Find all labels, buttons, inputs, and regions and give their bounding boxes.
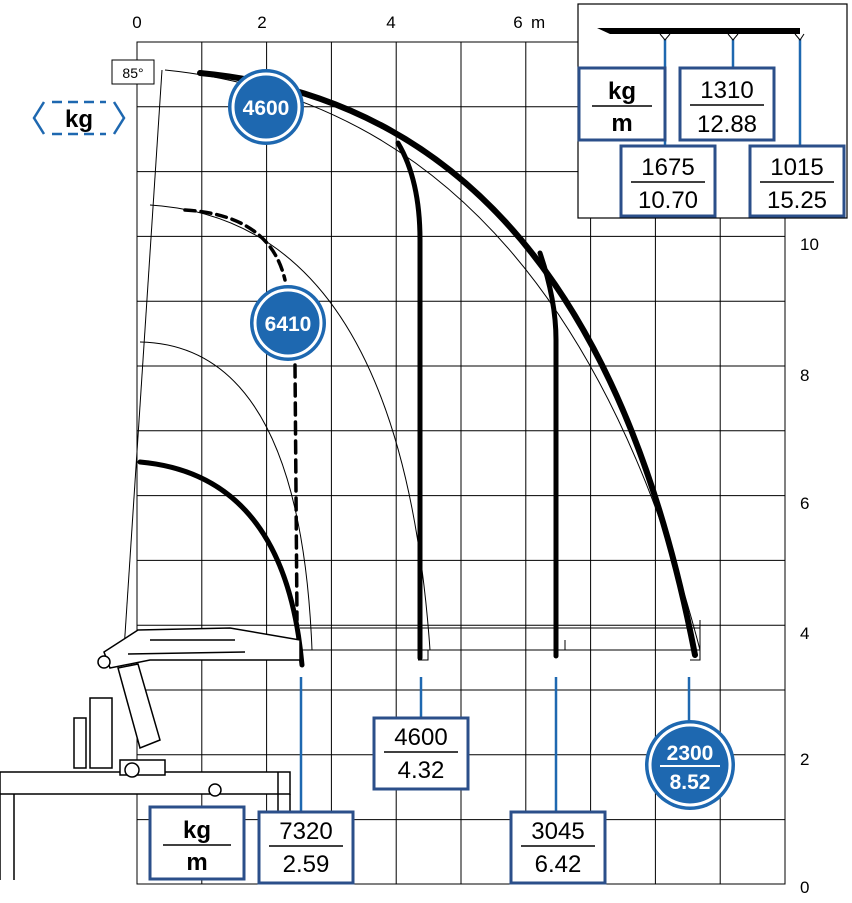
legend-main-bottom: m <box>186 849 207 876</box>
x-tick-4: 4 <box>386 13 395 32</box>
legend-inset-top: kg <box>608 78 636 105</box>
angle-label-text: 85° <box>122 65 143 81</box>
y-tick-6: 6 <box>800 494 809 513</box>
crane-slew <box>124 762 140 778</box>
curve-6410-dashed-vertical <box>293 363 299 622</box>
reach-arc-3 <box>139 341 313 651</box>
kg-unit-tag-text: kg <box>65 106 93 133</box>
badge-2300-reach: 8.52 <box>670 771 711 794</box>
reach-end-marks <box>418 620 701 661</box>
x-axis-labels: 0 2 4 6 m <box>132 13 545 32</box>
value-box-1015: 1015 15.25 <box>748 144 846 218</box>
box-load: 3045 <box>531 818 584 845</box>
crane-column <box>117 663 161 750</box>
kg-unit-tag: kg <box>32 100 126 136</box>
x-unit-label: m <box>531 13 545 32</box>
badge-4600-text: 4600 <box>243 97 290 120</box>
y-tick-4: 4 <box>800 624 809 643</box>
x-tick-6: 6 <box>513 13 522 32</box>
crane-leg <box>0 794 15 880</box>
badge-6410: 6410 <box>250 285 326 361</box>
legend-main: kg m <box>148 805 246 881</box>
boom-max-angle-line <box>123 69 163 651</box>
angle-label: 85° <box>111 59 155 85</box>
box-reach: 4.32 <box>398 757 445 784</box>
box-reach: 12.88 <box>697 111 757 138</box>
box-load: 1015 <box>770 154 823 181</box>
legend-main-top: kg <box>183 817 211 844</box>
curve-7320 <box>137 459 305 668</box>
x-tick-0: 0 <box>132 13 141 32</box>
y-tick-8: 8 <box>800 366 809 385</box>
curve-4600-outer <box>197 70 698 658</box>
y-axis-labels: 10 8 6 4 2 0 <box>800 235 819 897</box>
curve-6410-dashed-top <box>183 208 287 282</box>
legend-inset-bottom: m <box>611 110 632 137</box>
badge-2300-load: 2300 <box>667 742 714 765</box>
value-box-1675: 1675 10.70 <box>619 144 717 218</box>
crane-drawing <box>0 627 301 880</box>
value-box-1310: 1310 12.88 <box>678 66 776 142</box>
y-tick-0: 0 <box>800 878 809 897</box>
value-box-3045: 3045 6.42 <box>509 810 607 885</box>
box-reach: 15.25 <box>767 187 827 214</box>
badge-4600: 4600 <box>228 69 304 145</box>
legend-inset: kg m <box>577 66 667 142</box>
box-load: 4600 <box>394 724 447 751</box>
value-box-7320: 7320 2.59 <box>257 810 355 885</box>
y-tick-10: 10 <box>800 235 819 254</box>
inset-boom <box>597 28 805 41</box>
value-box-4600: 4600 4.32 <box>372 716 470 791</box>
curve-4600-vertical <box>395 140 423 661</box>
box-load: 1310 <box>700 77 753 104</box>
box-load: 7320 <box>279 818 332 845</box>
load-curves <box>137 70 698 668</box>
x-tick-2: 2 <box>257 13 266 32</box>
box-load: 1675 <box>641 154 694 181</box>
crane-control <box>73 717 87 769</box>
badge-2300: 2300 8.52 <box>645 720 735 810</box>
crane-boom <box>103 627 301 669</box>
reach-arc-2 <box>149 204 431 651</box>
crane-tank <box>89 697 113 769</box>
y-tick-2: 2 <box>800 750 809 769</box>
curve-3045-vertical <box>537 250 559 659</box>
crane-pivot <box>97 655 111 669</box>
crane-boom-detail <box>127 639 246 655</box>
crane-outrigger <box>208 783 222 797</box>
box-reach: 2.59 <box>283 851 330 878</box>
box-reach: 10.70 <box>638 187 698 214</box>
badge-6410-text: 6410 <box>265 313 312 336</box>
box-reach: 6.42 <box>535 851 582 878</box>
